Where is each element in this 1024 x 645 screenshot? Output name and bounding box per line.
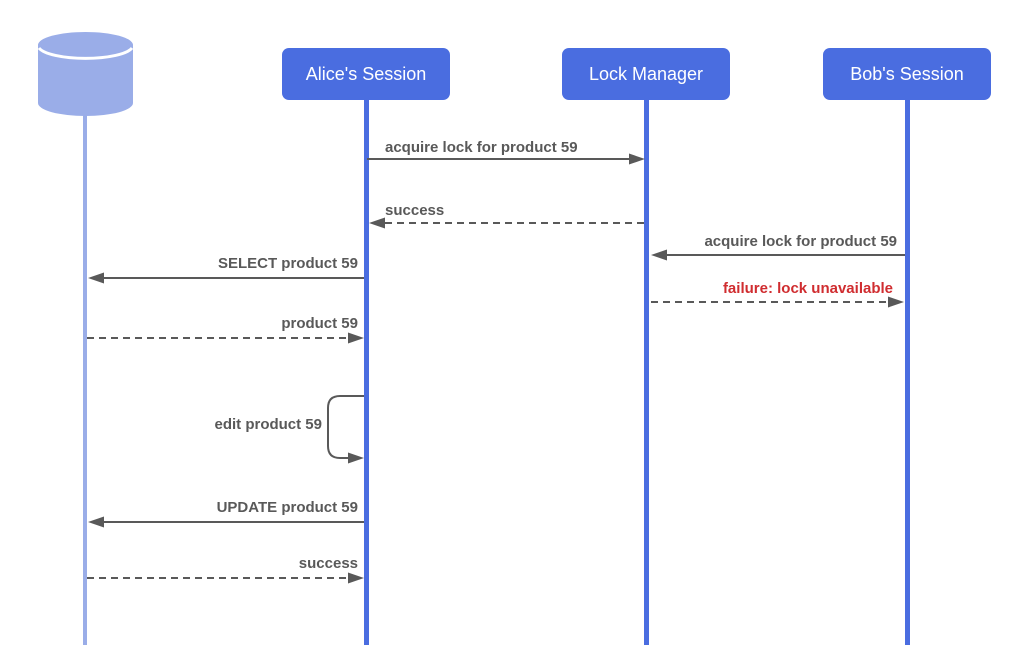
arrow-product-result: [87, 332, 364, 344]
database-icon: [37, 32, 134, 116]
actor-bob-session: Bob's Session: [823, 48, 991, 100]
message-label-success-db: success: [298, 555, 358, 572]
message-label-select-product: SELECT product 59: [217, 255, 358, 272]
lifeline-database: [83, 110, 87, 645]
arrow-failure-lock-unavailable: [651, 296, 904, 308]
message-label-failure-lock-unavailable: failure: lock unavailable: [722, 280, 893, 297]
lifeline-alice-session: [364, 98, 369, 645]
arrow-acquire-lock-bob: [651, 249, 905, 261]
message-label-update-product: UPDATE product 59: [216, 499, 358, 516]
arrow-select-product: [88, 272, 364, 284]
arrow-update-product: [88, 516, 364, 528]
message-label-acquire-lock-bob: acquire lock for product 59: [704, 233, 897, 250]
actor-lock-manager-label: Lock Manager: [588, 63, 704, 84]
message-label-success-lock: success: [385, 202, 445, 219]
message-label-edit-product: edit product 59: [214, 416, 322, 433]
arrow-success-lock-to-alice: [369, 217, 644, 229]
actor-bob-session-label: Bob's Session: [850, 63, 964, 84]
lifeline-lock-manager: [644, 98, 649, 645]
lifeline-bob-session: [905, 98, 910, 645]
message-label-product-result: product 59: [281, 315, 358, 332]
message-label-acquire-lock-alice: acquire lock for product 59: [385, 139, 578, 156]
actor-lock-manager: Lock Manager: [562, 48, 730, 100]
arrow-success-db-to-alice: [87, 572, 364, 584]
actor-alice-session-label: Alice's Session: [305, 63, 427, 84]
arrow-edit-product-self-loop: [327, 395, 364, 464]
actor-alice-session: Alice's Session: [282, 48, 450, 100]
